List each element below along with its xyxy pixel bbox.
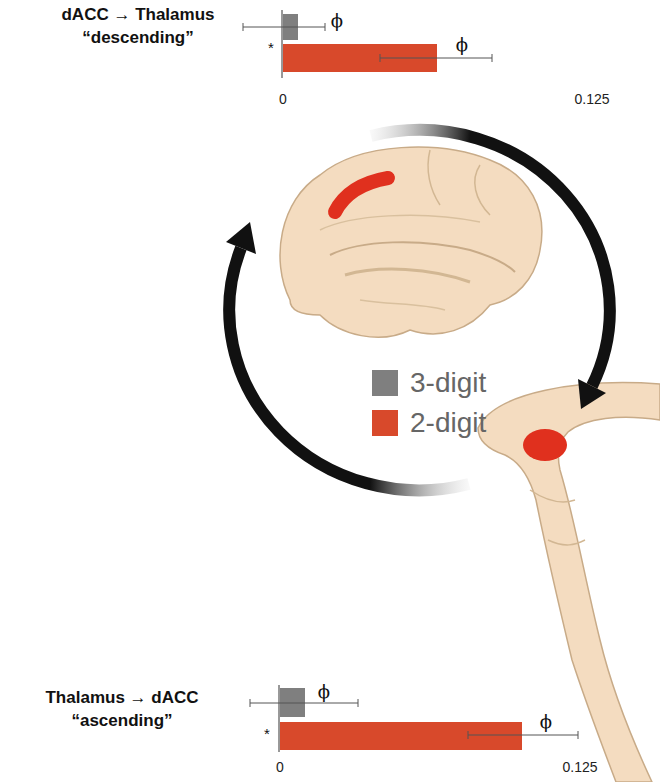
legend-text: 3-digit bbox=[410, 368, 486, 398]
bar-chart-ascending bbox=[250, 685, 578, 752]
axis-tick: 0.125 bbox=[574, 92, 609, 107]
chart-subtitle: “ascending” bbox=[71, 712, 172, 731]
phi-mark: ϕ bbox=[331, 12, 343, 30]
dacc-region bbox=[335, 178, 388, 212]
error-bar bbox=[243, 23, 492, 62]
legend-text: 2-digit bbox=[410, 408, 486, 438]
chart-subtitle: “descending” bbox=[82, 29, 193, 48]
error-bar bbox=[250, 699, 578, 739]
axis-tick: 0 bbox=[276, 760, 284, 775]
phi-mark: ϕ bbox=[540, 713, 552, 731]
loop-arrows bbox=[226, 130, 610, 490]
thalamus-region bbox=[523, 429, 567, 461]
bar-chart-descending bbox=[243, 10, 492, 78]
legend-swatch bbox=[372, 370, 398, 396]
axis-tick: 0.125 bbox=[562, 760, 597, 775]
axis-line bbox=[282, 10, 283, 78]
significance-mark: * bbox=[264, 726, 270, 743]
brain-illustration bbox=[280, 147, 542, 337]
legend-swatch bbox=[372, 410, 398, 436]
axis-line bbox=[279, 685, 280, 752]
brainstem-illustration bbox=[478, 383, 660, 782]
chart-title: Thalamus → dACC bbox=[45, 689, 198, 708]
chart-title: dACC → Thalamus bbox=[61, 6, 214, 25]
phi-mark: ϕ bbox=[318, 683, 330, 701]
phi-mark: ϕ bbox=[456, 36, 468, 54]
significance-mark: * bbox=[268, 40, 274, 57]
bar-2-digit bbox=[280, 722, 522, 750]
axis-tick: 0 bbox=[279, 92, 287, 107]
